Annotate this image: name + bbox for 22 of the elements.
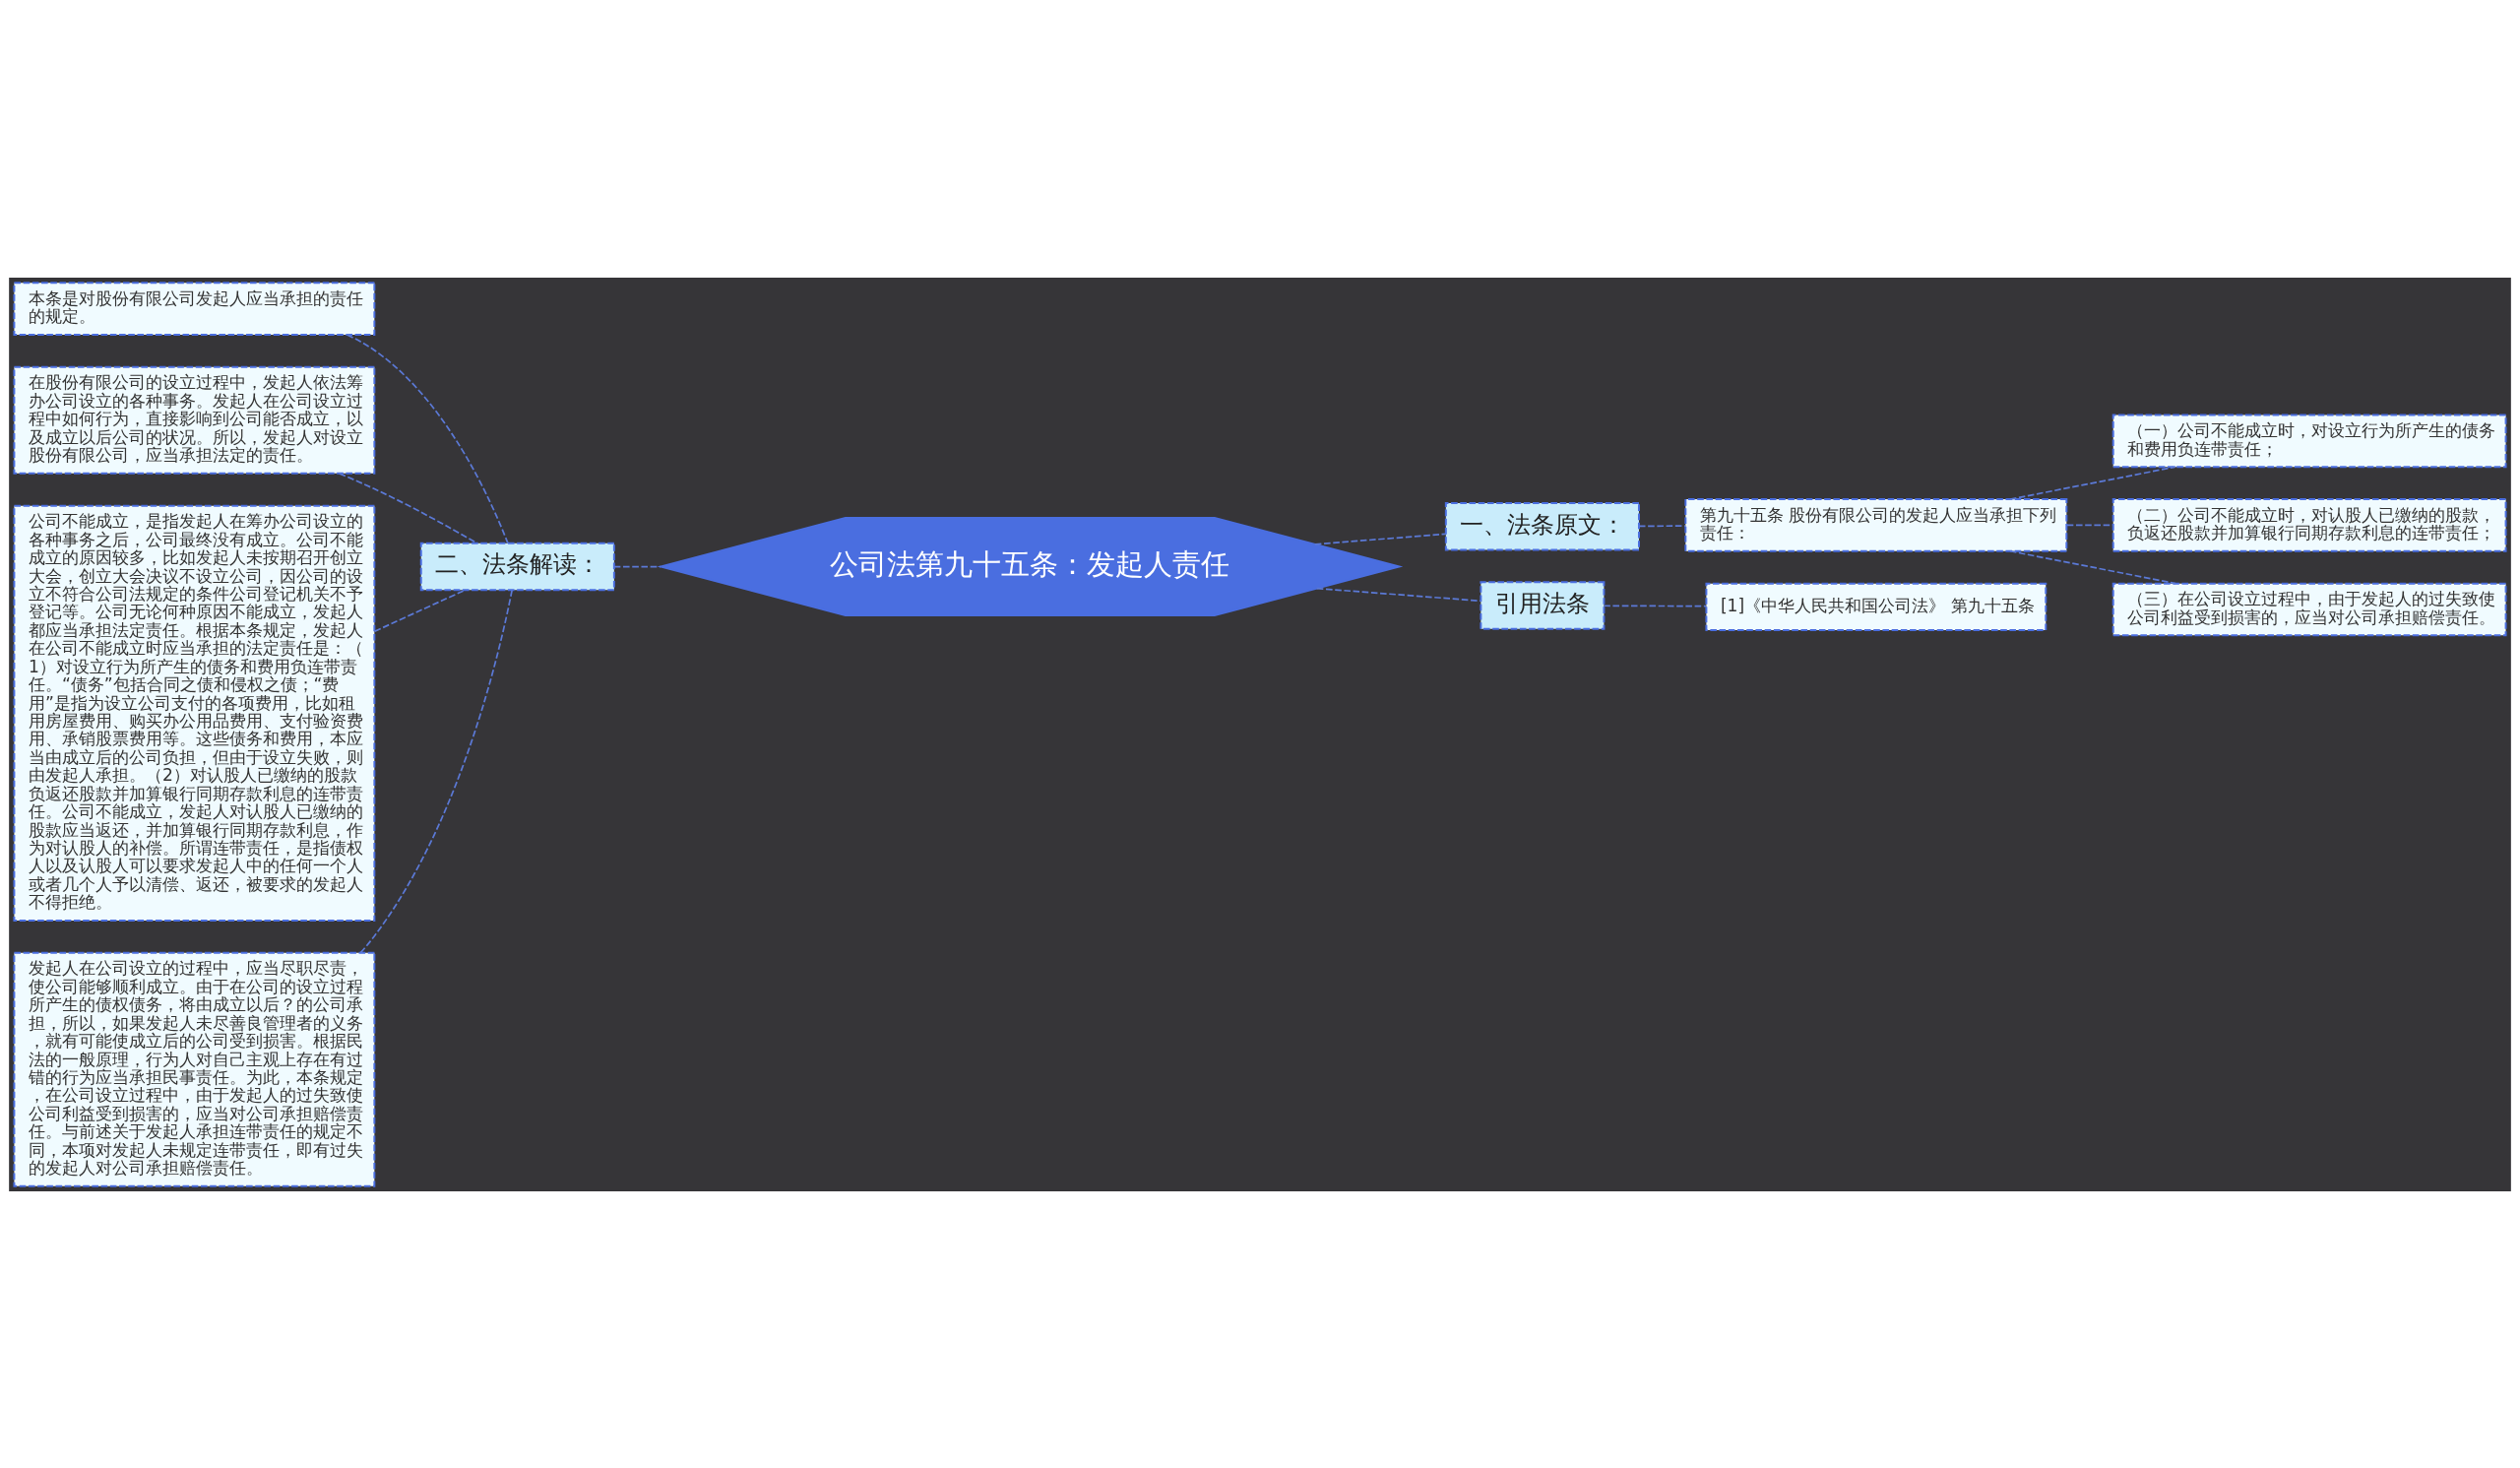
node-box: （二）公司不能成立时，对认股人已缴纳的股款，负返还股款并加算银行同期存款利息的连带责任； — [2111, 497, 2507, 552]
connector — [2009, 465, 2176, 500]
connector — [1638, 524, 1686, 527]
node-box: 发起人在公司设立的过程中，应当尽职尽责，使公司能够顺利成立。由于在公司的设立过程所产生的债权债务，将由成立以后？的公司承担，所以，如果发起人未尽善良管理者的义务，就有可能使成立后的公司受到损害。根据民法的一般原理，行为人对自己主观上存在有过错的行为应当承担民事责任。为此，本条规定，在公司设立过程中，由于发起人的过失致使公司利益受到损害的，应当对公司承担赔偿责任。与前述关于发起人承担连带责任的规定不同，本项对发起人未规定连带责任，即有过失的发起人对公司承担赔偿责任。 — [13, 951, 376, 1187]
connector — [1315, 587, 1482, 602]
connector — [359, 588, 514, 954]
connector — [1313, 533, 1447, 545]
connector — [1603, 604, 1707, 607]
connector — [346, 333, 509, 543]
node-box: [1]《中华人民共和国公司法》 第九十五条 — [1705, 582, 2048, 631]
node-box: 公司不能成立，是指发起人在筹办公司设立的各种事务之后，公司最终没有成立。公司不能成立的原因较多，比如发起人未按期召开创立大会，创立大会决议不设立公司，因公司的设立不符合公司法规定的条件公司登记机关不予登记等。公司无论何种原因不能成立，发起人都应当承担法定责任。根据本条规定，发起人在公司不能成立时应当承担的法定责任是：（1）对设立行为所产生的债务和费用负连带责任。“债务”包括合同之债和侵权之债；“费用”是指为设立公司支付的各项费用，比如租用房屋费用、购买办公用品费用、支付验资费用、承销股票费用等。这些债务和费用，本应当由成立后的公司负担，但由于设立失败，则由发起人承担。（2）对认股人已缴纳的股款负返还股款并加算银行同期存款利息的连带责任。公司不能成立，发起人对认股人已缴纳的股款应当返还，并加算银行同期存款利息，作为对认股人的补偿。所谓连带责任，是指债权人以及认股人可以要求发起人中的任何一个人或者几个人予以清偿、返还，被要求的发起人不得拒绝。 — [13, 504, 376, 922]
connector — [373, 588, 467, 632]
node-box: 本条是对股份有限公司发起人应当承担的责任的规定。 — [13, 281, 376, 336]
node-box: （一）公司不能成立时，对设立行为所产生的债务和费用负连带责任； — [2111, 414, 2507, 468]
node-box: 引用法条 — [1480, 580, 1606, 630]
node-box: 在股份有限公司的设立过程中，发起人依法筹办公司设立的各种事务。发起人在公司设立过程中如何行为，直接影响到公司能否成立，以及成立以后公司的状况。所以，发起人对设立股份有限公司，应当承担法定的责任。 — [13, 365, 376, 475]
node-box: （三）在公司设立过程中，由于发起人的过失致使公司利益受到损害的，应当对公司承担赔偿责任。 — [2111, 582, 2507, 636]
node-box: 一、法条原文： — [1444, 501, 1640, 550]
connector — [2009, 549, 2176, 584]
connector — [613, 565, 662, 567]
node-box: 二、法条解读： — [419, 542, 615, 591]
node-box: 第九十五条 股份有限公司的发起人应当承担下列责任： — [1684, 497, 2068, 552]
